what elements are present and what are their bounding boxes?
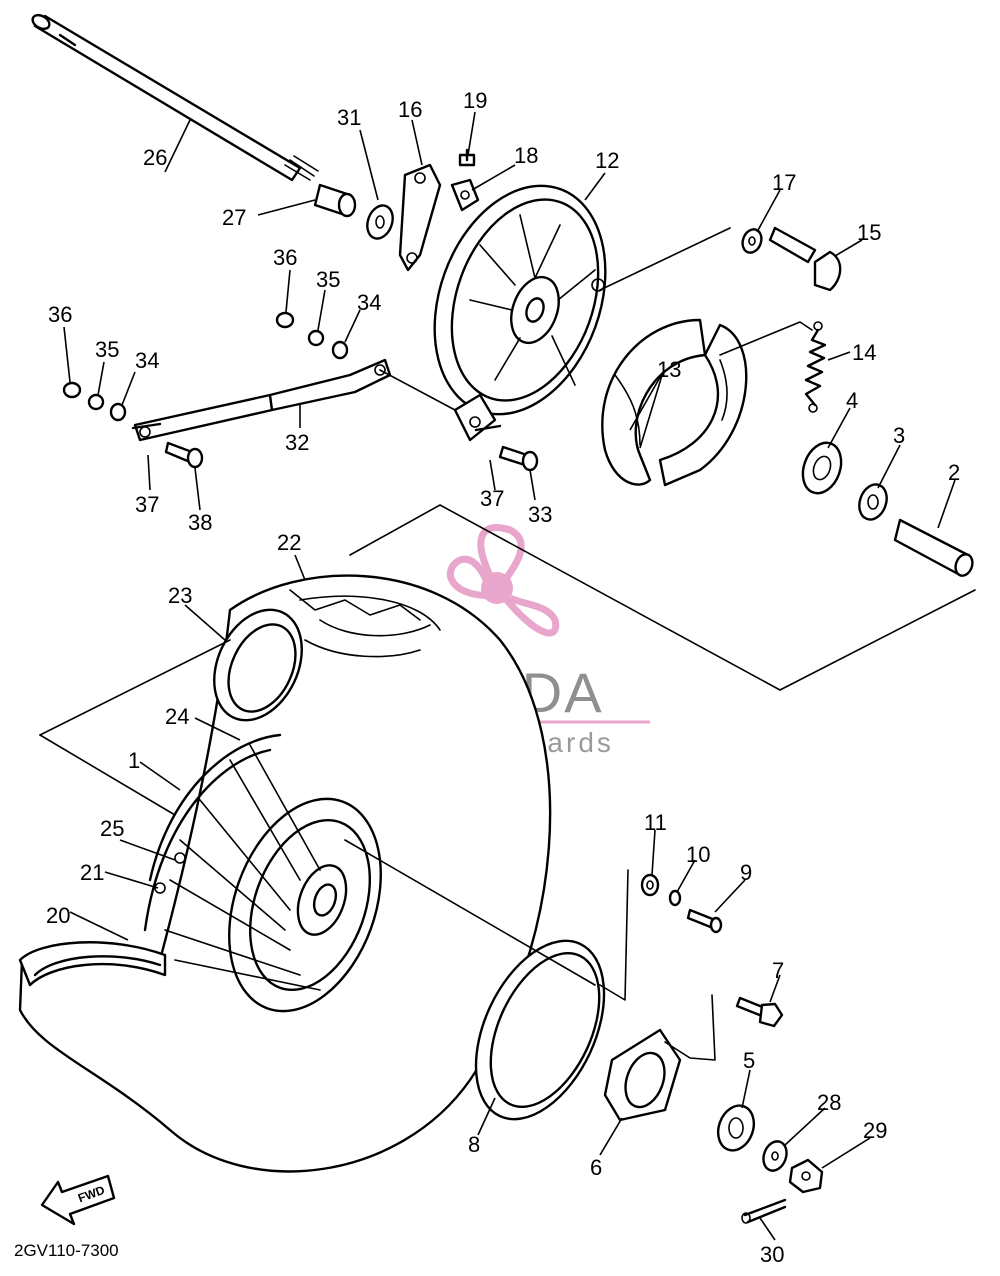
callout-28: 28	[817, 1090, 841, 1115]
rim-band	[18, 941, 167, 987]
callout-18: 18	[514, 143, 538, 168]
callout-10: 10	[686, 842, 710, 867]
callout-30: 30	[760, 1242, 784, 1267]
callout-24: 24	[165, 704, 189, 729]
bolt-9	[686, 908, 723, 934]
callout-5: 5	[743, 1048, 755, 1073]
callout-2: 2	[948, 460, 960, 485]
callout-37-right: 37	[480, 486, 504, 511]
brake-camshaft	[768, 226, 842, 292]
inner-tube	[213, 608, 303, 722]
callout-21: 21	[80, 860, 104, 885]
callout-numbers: 1 2 3 4 5 6 7 8 9 10 11 12 13 14 15 16 1…	[46, 88, 960, 1267]
assembly-guide-lines	[39, 227, 976, 1061]
callout-26: 26	[143, 145, 167, 170]
tension-bar	[133, 358, 392, 442]
brake-shoe-plate	[433, 184, 607, 442]
callout-3: 3	[893, 423, 905, 448]
callout-25: 25	[100, 816, 124, 841]
wheel-hub	[143, 733, 382, 1013]
rear-axle	[31, 13, 319, 182]
callout-9: 9	[740, 860, 752, 885]
brake-indicator	[450, 178, 480, 212]
spacer-2	[893, 518, 974, 577]
callout-35-left: 35	[95, 337, 119, 362]
bolt-7	[735, 996, 784, 1028]
clutch-hub	[603, 1028, 682, 1122]
callout-4: 4	[846, 388, 858, 413]
callout-32: 32	[285, 430, 309, 455]
callout-38: 38	[188, 510, 212, 535]
callout-37-left: 37	[135, 492, 159, 517]
callout-36-right: 36	[273, 245, 297, 270]
callout-23: 23	[168, 583, 192, 608]
brake-spring	[804, 321, 827, 413]
callout-35-right: 35	[316, 267, 340, 292]
callout-20: 20	[46, 903, 70, 928]
callout-22: 22	[277, 530, 301, 555]
washer-17	[741, 228, 763, 254]
washer-10	[668, 889, 682, 907]
axle-collar	[313, 183, 357, 218]
forward-arrow-icon: FWD	[40, 1174, 116, 1226]
washer-11	[640, 873, 660, 897]
hardware-left	[62, 311, 539, 472]
washer-31	[366, 204, 394, 240]
callout-34-right: 34	[357, 290, 381, 315]
callout-34-left: 34	[135, 348, 159, 373]
callout-17: 17	[772, 170, 796, 195]
callout-15: 15	[857, 220, 881, 245]
washer-28	[762, 1140, 788, 1172]
bearing-5	[716, 1104, 756, 1152]
leader-lines	[63, 111, 956, 1241]
brake-ring	[474, 939, 606, 1121]
callout-11: 11	[644, 810, 667, 835]
cotter-pin-30	[741, 1198, 787, 1224]
propeller-logo-icon	[447, 524, 560, 637]
callout-36-left: 36	[48, 302, 72, 327]
callout-13: 13	[657, 357, 681, 382]
nut-29	[788, 1158, 824, 1194]
camshaft-lever	[398, 163, 442, 272]
callout-12: 12	[595, 148, 619, 173]
callout-6: 6	[590, 1155, 602, 1180]
brake-shoe-set	[601, 318, 748, 487]
callout-33: 33	[528, 502, 552, 527]
callout-8: 8	[468, 1132, 480, 1157]
callout-19: 19	[463, 88, 487, 113]
callout-16: 16	[398, 97, 422, 122]
callout-27: 27	[222, 205, 246, 230]
oil-seal-3	[858, 483, 888, 521]
callout-1: 1	[128, 748, 140, 773]
callout-31: 31	[337, 105, 361, 130]
bearing-4	[801, 441, 843, 495]
callout-7: 7	[772, 958, 784, 983]
callout-29: 29	[863, 1118, 887, 1143]
callout-14: 14	[852, 340, 876, 365]
diagram-code: 2GV110-7300	[14, 1241, 119, 1260]
bolt-19	[458, 148, 476, 167]
